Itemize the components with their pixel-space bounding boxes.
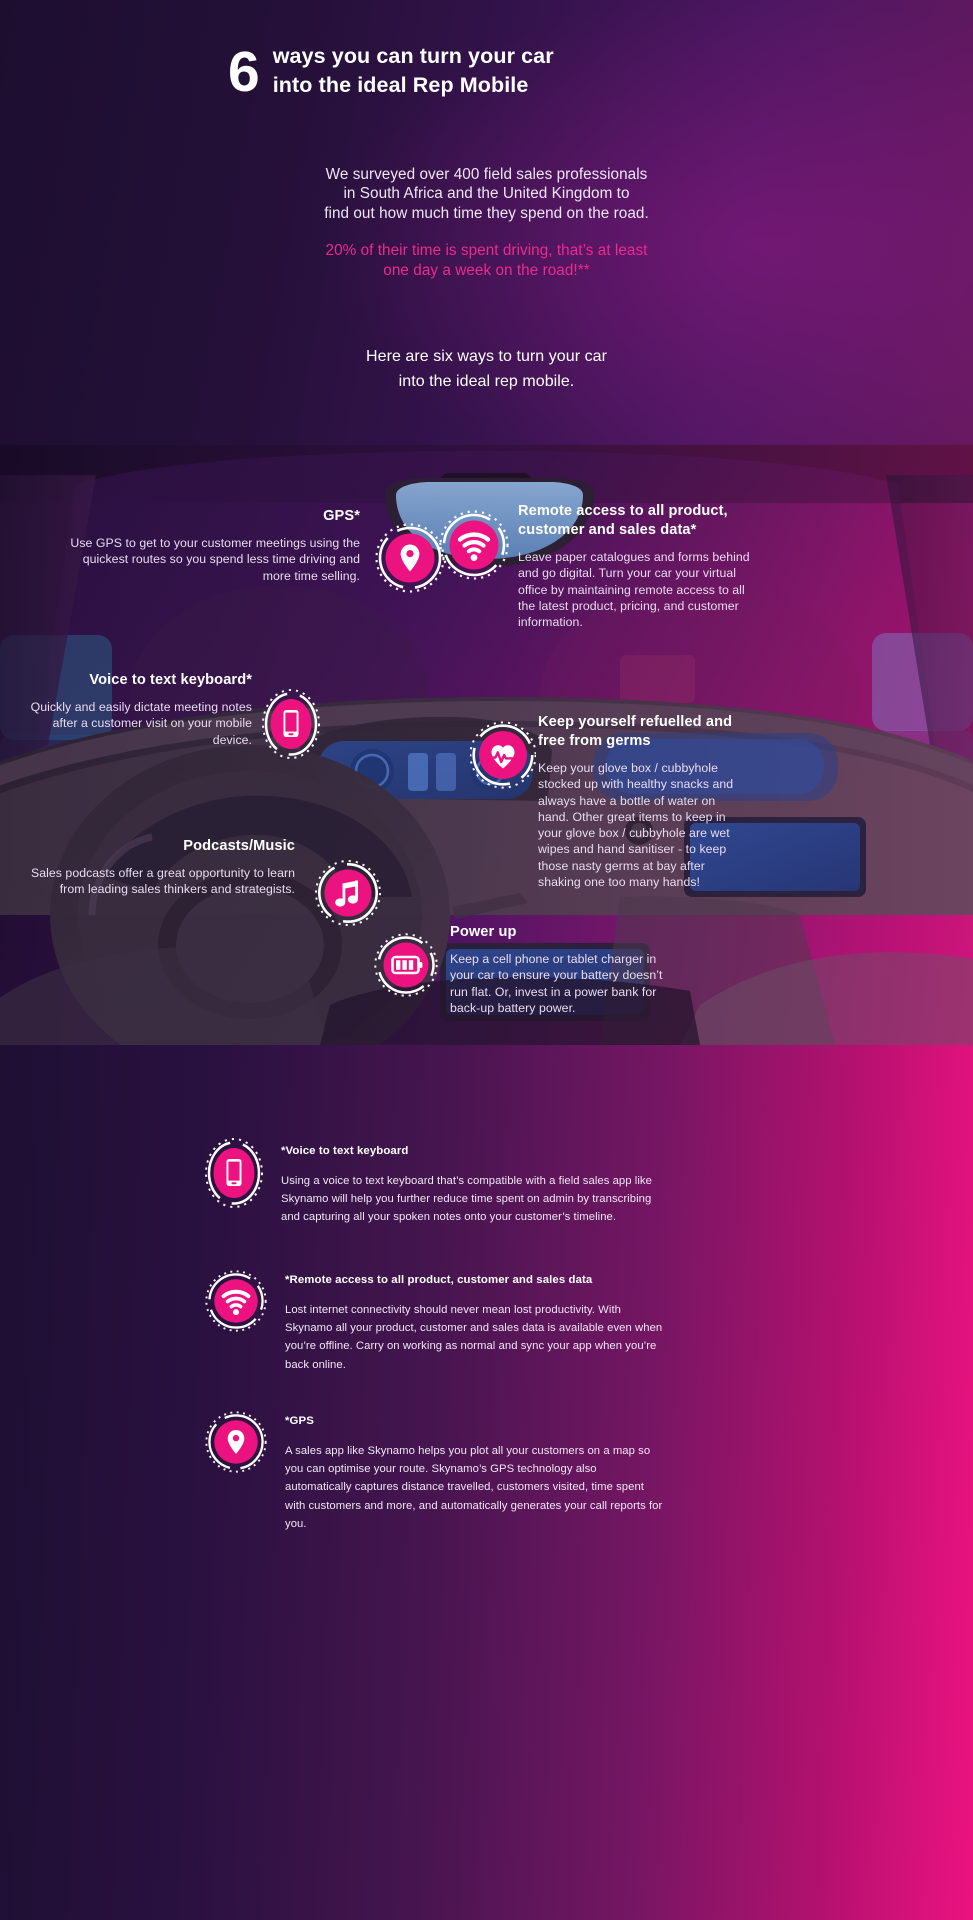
- footnote-text: A sales app like Skynamo helps you plot …: [285, 1445, 663, 1530]
- footnote-remote-access: *Remote access to all product, customer …: [205, 1266, 663, 1374]
- footnote-voice-to-text: *Voice to text keyboard Using a voice to…: [205, 1137, 659, 1227]
- footnote-body: *Voice to text keyboard Using a voice to…: [281, 1137, 659, 1227]
- hero-paragraph-line-1: We surveyed over 400 field sales profess…: [325, 166, 648, 183]
- hero-paragraph-line-2: in South Africa and the United Kingdom t…: [343, 185, 630, 203]
- callout-voice-to-text: Voice to text keyboard* Quickly and easi…: [30, 671, 252, 748]
- hero-title-row: 6 ways you can turn your car into the id…: [228, 40, 554, 104]
- callout-refuelled: Keep yourself refuelled and free from ge…: [538, 713, 746, 890]
- hero-title-line-2: into the ideal Rep Mobile: [272, 72, 529, 97]
- footnote-body: *GPS A sales app like Skynamo helps you …: [285, 1407, 663, 1533]
- callout-power-up: Power up Keep a cell phone or tablet cha…: [450, 923, 678, 1016]
- hero-closing-line-1: Here are six ways to turn your car: [366, 348, 607, 365]
- callout-power-up-text: Keep a cell phone or tablet charger in y…: [450, 952, 663, 1015]
- callout-podcasts-title: Podcasts/Music: [183, 838, 295, 854]
- footnote-title: *Remote access to all product, customer …: [285, 1274, 593, 1286]
- hero-paragraph: We surveyed over 400 field sales profess…: [0, 165, 973, 223]
- hero-title-line-1: ways you can turn your car: [272, 44, 554, 68]
- footnote-title: *GPS: [285, 1415, 314, 1427]
- hero-closing: Here are six ways to turn your car into …: [0, 344, 973, 394]
- mobile-phone-icon: [205, 1137, 263, 1209]
- footnote-body: *Remote access to all product, customer …: [285, 1266, 663, 1374]
- footnotes-section: *Voice to text keyboard Using a voice to…: [0, 1045, 973, 1920]
- callout-podcasts: Podcasts/Music Sales podcasts offer a gr…: [25, 837, 295, 898]
- callout-remote-access: Remote access to all product, customer a…: [518, 502, 750, 630]
- footnote-text: Using a voice to text keyboard that’s co…: [281, 1175, 652, 1224]
- callout-gps-text: Use GPS to get to your customer meetings…: [70, 536, 360, 583]
- callout-remote-access-title: Remote access to all product, customer a…: [518, 503, 728, 538]
- callout-gps-title: GPS*: [323, 508, 360, 524]
- hero-highlight-stat: 20% of their time is spent driving, that…: [0, 241, 973, 280]
- hero-section: 6 ways you can turn your car into the id…: [0, 0, 973, 445]
- callout-refuelled-text: Keep your glove box / cubbyhole stocked …: [538, 761, 734, 890]
- wifi-icon: [205, 1266, 267, 1336]
- hero-highlight-line-1: 20% of their time is spent driving, that…: [325, 242, 648, 259]
- hero-number: 6: [228, 40, 260, 104]
- callout-voice-to-text-text: Quickly and easily dictate meeting notes…: [30, 700, 252, 747]
- hero-closing-line-2: into the ideal rep mobile.: [398, 373, 575, 390]
- page-title: ways you can turn your car into the idea…: [273, 42, 554, 99]
- callout-podcasts-text: Sales podcasts offer a great opportunity…: [30, 866, 295, 897]
- callout-voice-to-text-title: Voice to text keyboard*: [89, 672, 252, 688]
- callout-gps: GPS* Use GPS to get to your customer mee…: [60, 507, 360, 584]
- footnote-gps: *GPS A sales app like Skynamo helps you …: [205, 1407, 663, 1533]
- hero-highlight-line-2: one day a week on the road!**: [383, 261, 590, 279]
- location-pin-icon: [205, 1407, 267, 1477]
- callout-power-up-title: Power up: [450, 924, 517, 940]
- footnote-text: Lost internet connectivity should never …: [285, 1304, 663, 1371]
- callout-remote-access-text: Leave paper catalogues and forms behind …: [518, 550, 750, 630]
- hero-paragraph-line-3: find out how much time they spend on the…: [324, 204, 649, 222]
- callout-refuelled-title: Keep yourself refuelled and free from ge…: [538, 714, 733, 749]
- footnote-title: *Voice to text keyboard: [281, 1145, 409, 1157]
- car-interior-section: GPS* Use GPS to get to your customer mee…: [0, 445, 973, 1045]
